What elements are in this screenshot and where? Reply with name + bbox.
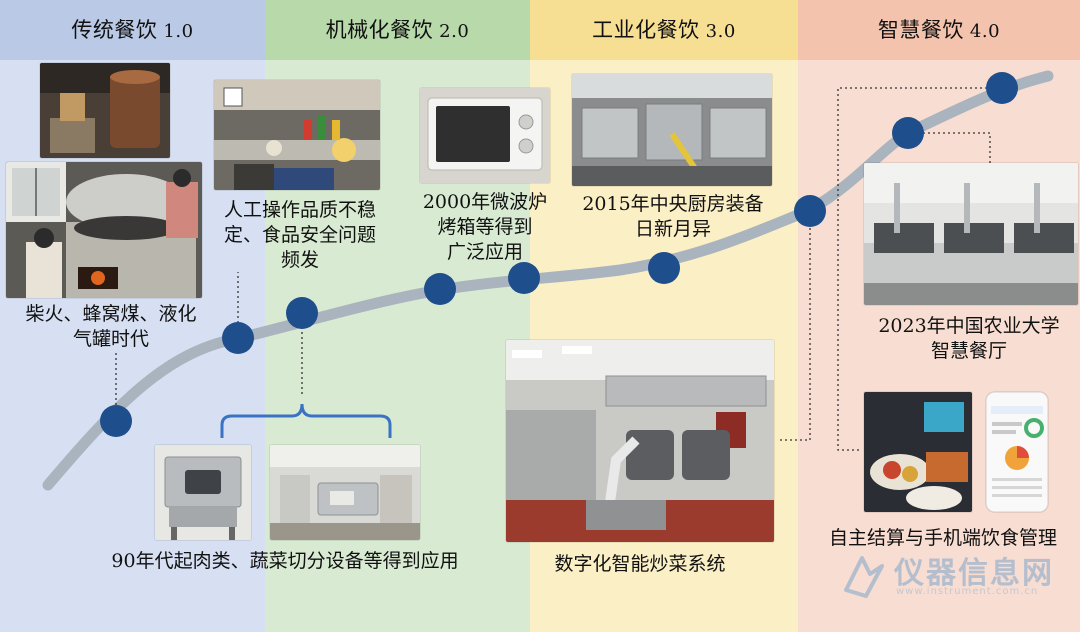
photo-manual-kitchen: [214, 80, 380, 190]
caption-line: 人工操作品质不稳: [223, 199, 376, 221]
era-version: 1.0: [163, 21, 194, 42]
era-name: 传统餐饮: [71, 18, 158, 42]
connector-canteen: [908, 132, 991, 165]
photo-smart-canteen: [864, 163, 1078, 305]
era-name: 机械化餐饮: [325, 18, 434, 42]
caption-era2-quality: 人工操作品质不稳 定、食品安全问题 频发: [200, 198, 400, 273]
era-header-industrial: [530, 0, 798, 60]
caption-era1: 柴火、蜂窝煤、液化 气罐时代: [6, 302, 216, 352]
photo-self-checkout: [864, 392, 972, 512]
era-version: 3.0: [705, 21, 736, 42]
milestone-dot-1: [100, 405, 132, 437]
milestone-dot-7: [794, 195, 826, 227]
caption-era3-central-kitchen: 2015年中央厨房装备 日新月异: [560, 192, 786, 242]
era-band-smart: [798, 0, 1080, 632]
connector-stirfry: [780, 212, 811, 441]
photo-microwave: [420, 88, 550, 183]
caption-line: 柴火、蜂窝煤、液化: [25, 303, 197, 325]
caption-line: 2000年微波炉: [422, 191, 548, 213]
era-version: 4.0: [969, 21, 1001, 42]
photo-meat-cutter: [155, 445, 251, 540]
photo-central-kitchen: [572, 74, 772, 186]
caption-line: 定、食品安全问题: [223, 224, 376, 246]
watermark-url: www.instrument.com.cn: [896, 586, 1039, 597]
caption-line: 90年代起肉类、蔬菜切分设备等得到应用: [111, 550, 459, 572]
milestone-dot-9: [986, 72, 1018, 104]
milestone-dot-4: [424, 273, 456, 305]
milestone-dot-6: [648, 252, 680, 284]
caption-line: 烤箱等得到: [437, 216, 533, 238]
era-name: 智慧餐饮: [877, 18, 964, 42]
connector-checkout: [837, 87, 1002, 451]
photo-coal-stove: [40, 63, 170, 158]
instrument-logo-icon: [844, 556, 884, 598]
photo-smart-stirfry: [506, 340, 774, 542]
caption-line: 自主结算与手机端饮食管理: [828, 527, 1057, 549]
caption-line: 2023年中国农业大学: [878, 315, 1060, 337]
watermark: 仪器信息网 www.instrument.com.cn: [836, 544, 1066, 614]
caption-era2-equipment: 90年代起肉类、蔬菜切分设备等得到应用: [70, 549, 500, 574]
era-header-mechanized: [265, 0, 530, 60]
caption-line: 气罐时代: [72, 328, 149, 350]
watermark-text: 仪器信息网: [894, 556, 1054, 591]
era-version: 2.0: [439, 21, 470, 42]
caption-era4-canteen: 2023年中国农业大学 智慧餐厅: [858, 314, 1080, 364]
photo-wood-fire-cooking: [6, 162, 202, 298]
milestone-dot-2: [222, 322, 254, 354]
milestone-dot-5: [508, 262, 540, 294]
milestone-dot-8: [892, 117, 924, 149]
caption-era4-checkout: 自主结算与手机端饮食管理: [806, 526, 1080, 551]
photo-vegetable-cutter: [270, 445, 420, 540]
caption-line: 智慧餐厅: [930, 340, 1007, 362]
caption-line: 日新月异: [634, 218, 711, 240]
era-header-traditional: [0, 0, 265, 60]
caption-line: 广泛应用: [446, 241, 523, 263]
equipment-bracket: [220, 403, 392, 438]
caption-line: 2015年中央厨房装备: [582, 193, 764, 215]
caption-line: 频发: [280, 249, 319, 271]
era-name: 工业化餐饮: [592, 18, 700, 42]
caption-era3-stirfry: 数字化智能炒菜系统: [520, 552, 760, 577]
caption-line: 数字化智能炒菜系统: [554, 553, 726, 575]
caption-era3-microwave: 2000年微波炉 烤箱等得到 广泛应用: [405, 190, 565, 265]
era-header-smart: [798, 0, 1080, 60]
photo-phone-app: [986, 392, 1048, 512]
milestone-dot-3: [286, 297, 318, 329]
